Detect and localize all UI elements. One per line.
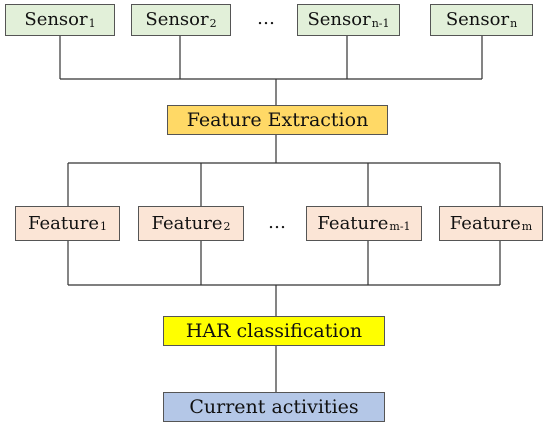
sensor-2-subscript: 2 [209, 16, 217, 30]
sensor-1-label: Sensor [24, 9, 88, 30]
har-classification-label: HAR classification [185, 319, 363, 342]
sensor-n-label: Sensor [445, 9, 510, 30]
feature-1-label: Feature [28, 212, 99, 234]
feature-m-subscript: m [521, 220, 533, 233]
feature-m-1-subscript: m-1 [389, 220, 411, 233]
current-activities-label: Current activities [189, 395, 359, 418]
sensor-ellipsis: … [257, 8, 275, 29]
feature-2-label: Feature [151, 212, 223, 234]
feature-extraction-label: Feature Extraction [186, 108, 369, 131]
feature-m-1-label: Feature [317, 212, 389, 234]
current-activities-box: Current activities [163, 392, 385, 422]
feature-1-subscript: 1 [99, 220, 107, 233]
sensor-n-1-subscript: n-1 [371, 16, 390, 30]
feature-ellipsis: … [268, 212, 286, 233]
sensor-1-subscript: 1 [88, 16, 96, 30]
feature-extraction-box: Feature Extraction [167, 105, 388, 135]
sensor-n-1-label: Sensor [307, 9, 371, 30]
feature-m-label: Feature [449, 212, 521, 234]
sensor-2-label: Sensor [145, 9, 209, 30]
sensor-n-subscript: n [510, 16, 518, 30]
feature-2-subscript: 2 [223, 220, 231, 233]
har-classification-box: HAR classification [163, 316, 385, 346]
